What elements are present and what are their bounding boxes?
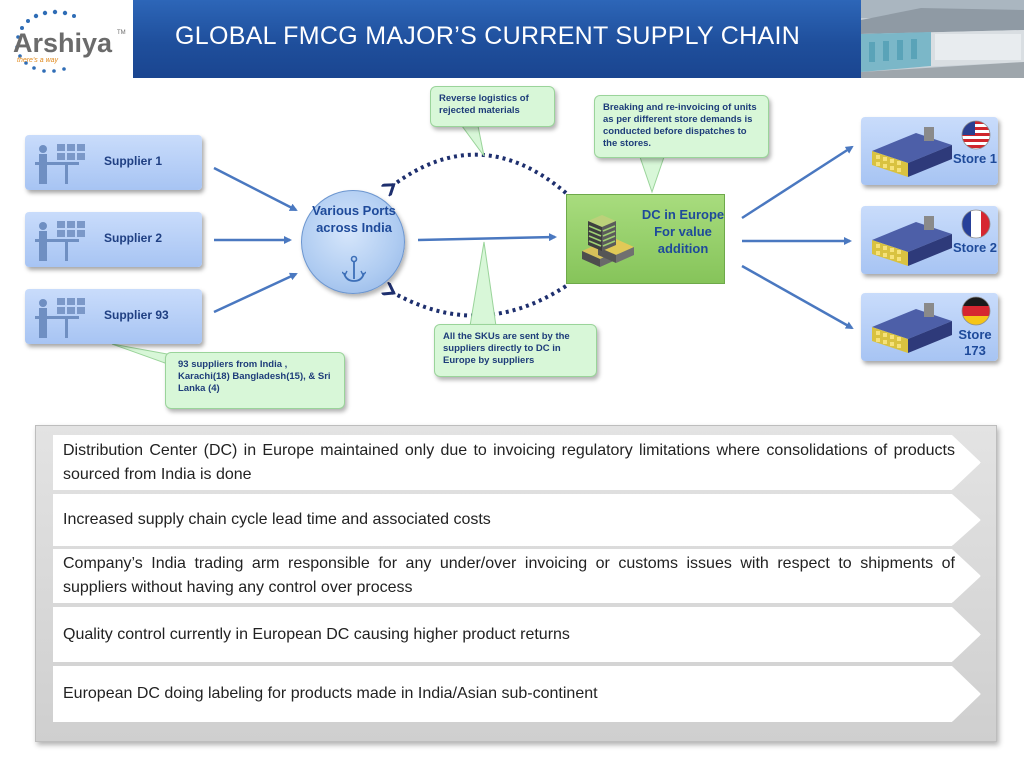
issue-text: Company’s India trading arm responsible …: [63, 555, 955, 596]
issue-item-5: European DC doing labeling for products …: [53, 666, 981, 722]
supplier-box-2: Supplier 2: [25, 212, 202, 267]
supplier-box-1: Supplier 1: [25, 135, 202, 190]
issue-text: Distribution Center (DC) in Europe maint…: [63, 442, 955, 483]
logo-trademark-text: TM: [117, 30, 126, 36]
arrow-supplier93-port: [213, 272, 298, 314]
store-building-icon: [872, 303, 952, 353]
issue-item-1: Distribution Center (DC) in Europe maint…: [53, 435, 981, 490]
issue-item-2: Increased supply chain cycle lead time a…: [53, 494, 981, 546]
arrow-supplier1-port: [213, 166, 298, 212]
reverse-arc-bottom: [392, 286, 568, 318]
logo-brand-text: Arshiya: [13, 28, 113, 58]
port-circle: Various Ports across India: [301, 190, 405, 294]
france-flag-icon: [961, 209, 991, 239]
issue-text: Increased supply chain cycle lead time a…: [63, 511, 491, 528]
arrow-dc-store173: [741, 264, 854, 330]
title-bar: GLOBAL FMCG MAJOR’S CURRENT SUPPLY CHAIN: [133, 0, 861, 78]
reverse-arc-top: [392, 152, 568, 193]
callout-suppliers-origin: 93 suppliers from India , Karachi(18) Ba…: [165, 352, 345, 409]
port-label: Various Ports across India: [312, 203, 396, 235]
page-title: GLOBAL FMCG MAJOR’S CURRENT SUPPLY CHAIN: [175, 22, 801, 50]
store-label: Store 173: [958, 327, 992, 358]
dc-box: DC in Europe For value addition: [566, 194, 725, 284]
issue-text: Quality control currently in European DC…: [63, 626, 570, 643]
callout-reverse-logistics: Reverse logistics of rejected materials: [430, 86, 555, 127]
callout-pointer-skus: [469, 241, 497, 327]
supplier-label: Supplier 1: [104, 154, 163, 168]
worker-boxes-icon: [35, 298, 85, 338]
usa-flag-icon: [961, 120, 991, 150]
anchor-icon: [342, 255, 366, 282]
logo-graphic: Arshiya there's a way TM: [13, 9, 126, 73]
arshiya-logo: Arshiya there's a way TM: [0, 0, 133, 78]
store-label: Store 1: [952, 151, 998, 166]
supplier-box-93: Supplier 93: [25, 289, 202, 344]
logo-tagline-text: there's a way: [17, 57, 59, 64]
worker-boxes-icon: [35, 221, 85, 261]
store-building-icon: [872, 127, 952, 177]
callout-pointer-breaking: [639, 156, 665, 194]
issue-item-3: Company’s India trading arm responsible …: [53, 549, 981, 603]
warehouse-stack-icon: [582, 215, 634, 267]
store-box-2: Store 2: [861, 206, 998, 274]
supplier-label: Supplier 2: [104, 231, 163, 245]
callout-skus-sent: All the SKUs are sent by the suppliers d…: [434, 324, 597, 377]
store-label: Store 2: [952, 240, 998, 255]
callout-pointer-reverse: [461, 125, 485, 157]
supplier-label: Supplier 93: [104, 308, 169, 322]
store-box-1: Store 1: [861, 117, 998, 185]
germany-flag-icon: [961, 296, 991, 326]
issue-text: European DC doing labeling for products …: [63, 685, 598, 702]
callout-breaking-reinvoicing: Breaking and re-invoicing of units as pe…: [594, 95, 769, 158]
warehouse-photo: [861, 0, 1024, 78]
arrow-port-dc: [417, 233, 557, 242]
header: Arshiya there's a way TM GLOBAL FMCG MAJ…: [0, 0, 1024, 78]
store-building-icon: [872, 216, 952, 266]
store-box-173: Store 173: [861, 293, 998, 361]
dc-label: DC in Europe For value addition: [641, 207, 725, 256]
issue-item-4: Quality control currently in European DC…: [53, 607, 981, 662]
worker-boxes-icon: [35, 144, 85, 184]
